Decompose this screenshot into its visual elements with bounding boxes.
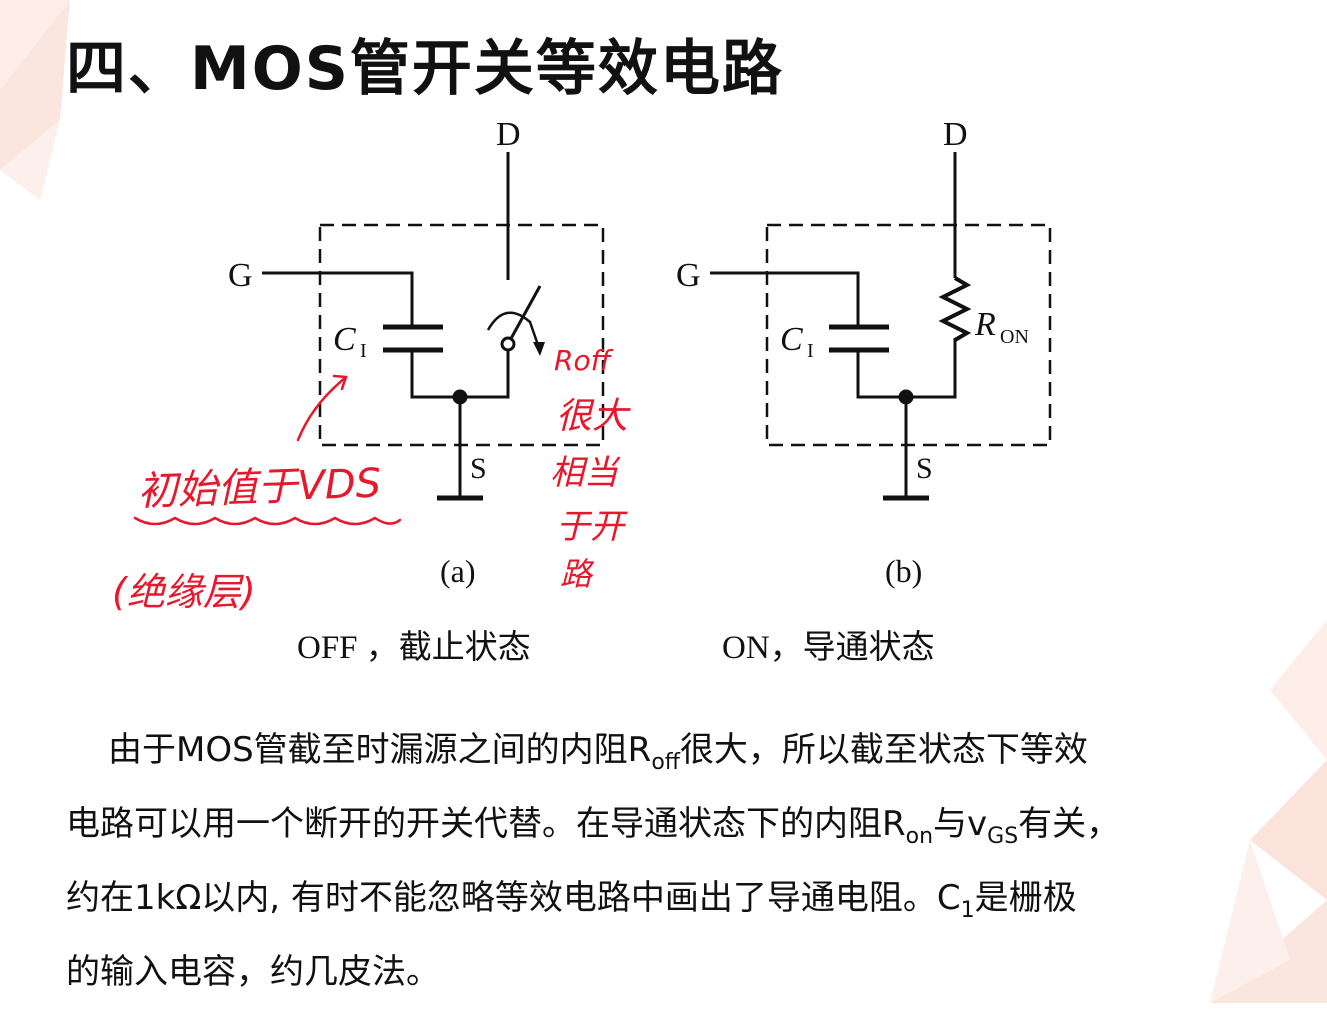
explanation-paragraph: 由于MOS管截至时漏源之间的内阻Roff很大，所以截至状态下等效 电路可以用一个… [66, 713, 1306, 1009]
annotation-left-line1: 初始值于VDS [137, 461, 382, 515]
annotation-left-line2: (绝缘层) [112, 570, 256, 614]
res-label-b: R [974, 306, 996, 343]
junction-dot-b [898, 389, 914, 405]
annotation-right-1: Roff [554, 344, 614, 377]
mos-equivalent-circuits: D G S C I (a) D G S C I R ON (b) 初始值于VDS… [112, 116, 1052, 614]
annotation-arrow [296, 376, 347, 442]
gate-label-b: G [676, 257, 701, 294]
annotation-right-2: 很大 [556, 396, 631, 437]
switch-contact-a [500, 336, 516, 352]
annotation-right-4: 于开 [556, 507, 628, 547]
paragraph-line-4: 的输入电容，约几皮法。 [66, 952, 440, 992]
cap-label-a: C [333, 321, 356, 358]
mos-boundary-box-b [765, 223, 1052, 447]
resistor-zigzag-b [938, 276, 972, 342]
switch-blade-a [506, 285, 542, 345]
paragraph-line-1: 由于MOS管截至时漏源之间的内阻Roff很大，所以截至状态下等效 [108, 730, 1088, 775]
cap-label-b: C [780, 321, 803, 358]
annotation-underline [133, 516, 402, 526]
annotation-right-3: 相当 [550, 453, 621, 493]
subfig-label-a: (a) [440, 553, 476, 589]
source-label-b: S [916, 452, 933, 485]
source-label-a: S [470, 452, 487, 485]
junction-dot-a [452, 389, 468, 405]
cap-sub-b: I [807, 340, 814, 362]
cap-sub-a: I [360, 340, 367, 362]
paragraph-line-3: 约在1kΩ以内, 有时不能忽略等效电路中画出了导通电阻。C1是栅极 [66, 878, 1077, 923]
annotation-right-5: 路 [560, 555, 595, 593]
source-node-wire-b [856, 338, 957, 399]
subfig-label-b: (b) [885, 553, 922, 589]
caption-off-state: OFF ，截止状态 [297, 630, 531, 666]
gate-label-a: G [228, 257, 253, 294]
page-title: 四、MOS管开关等效电路 [66, 34, 784, 104]
gate-wire-a [262, 271, 414, 325]
caption-on-state: ON，导通状态 [722, 630, 935, 666]
gate-wire-b [710, 271, 860, 325]
drain-label-a: D [496, 116, 521, 153]
res-sub-b: ON [1000, 326, 1029, 348]
paragraph-line-2: 电路可以用一个断开的开关代替。在导通状态下的内阻Ron与vGS有关， [66, 804, 1121, 849]
switch-arrow-a [486, 311, 540, 346]
drain-label-b: D [943, 116, 968, 153]
